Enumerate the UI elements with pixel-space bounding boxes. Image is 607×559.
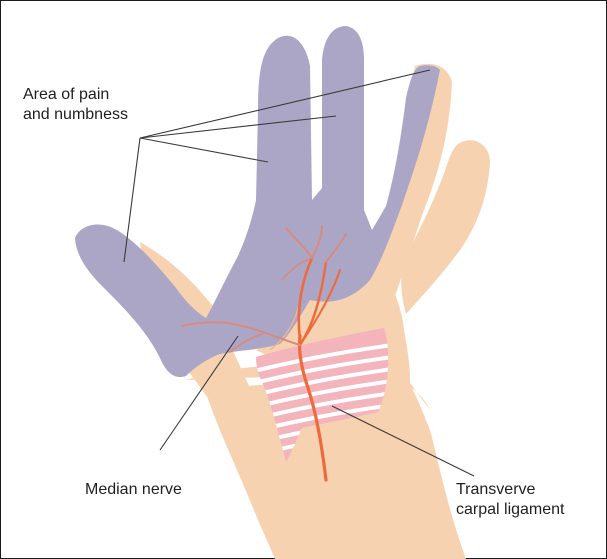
- leader-index: [140, 138, 268, 162]
- median-nerve-label: Median nerve: [85, 480, 182, 500]
- ligament-label: Transverve carpal ligament: [456, 480, 565, 520]
- pain-area-label: Area of pain and numbness: [23, 85, 128, 125]
